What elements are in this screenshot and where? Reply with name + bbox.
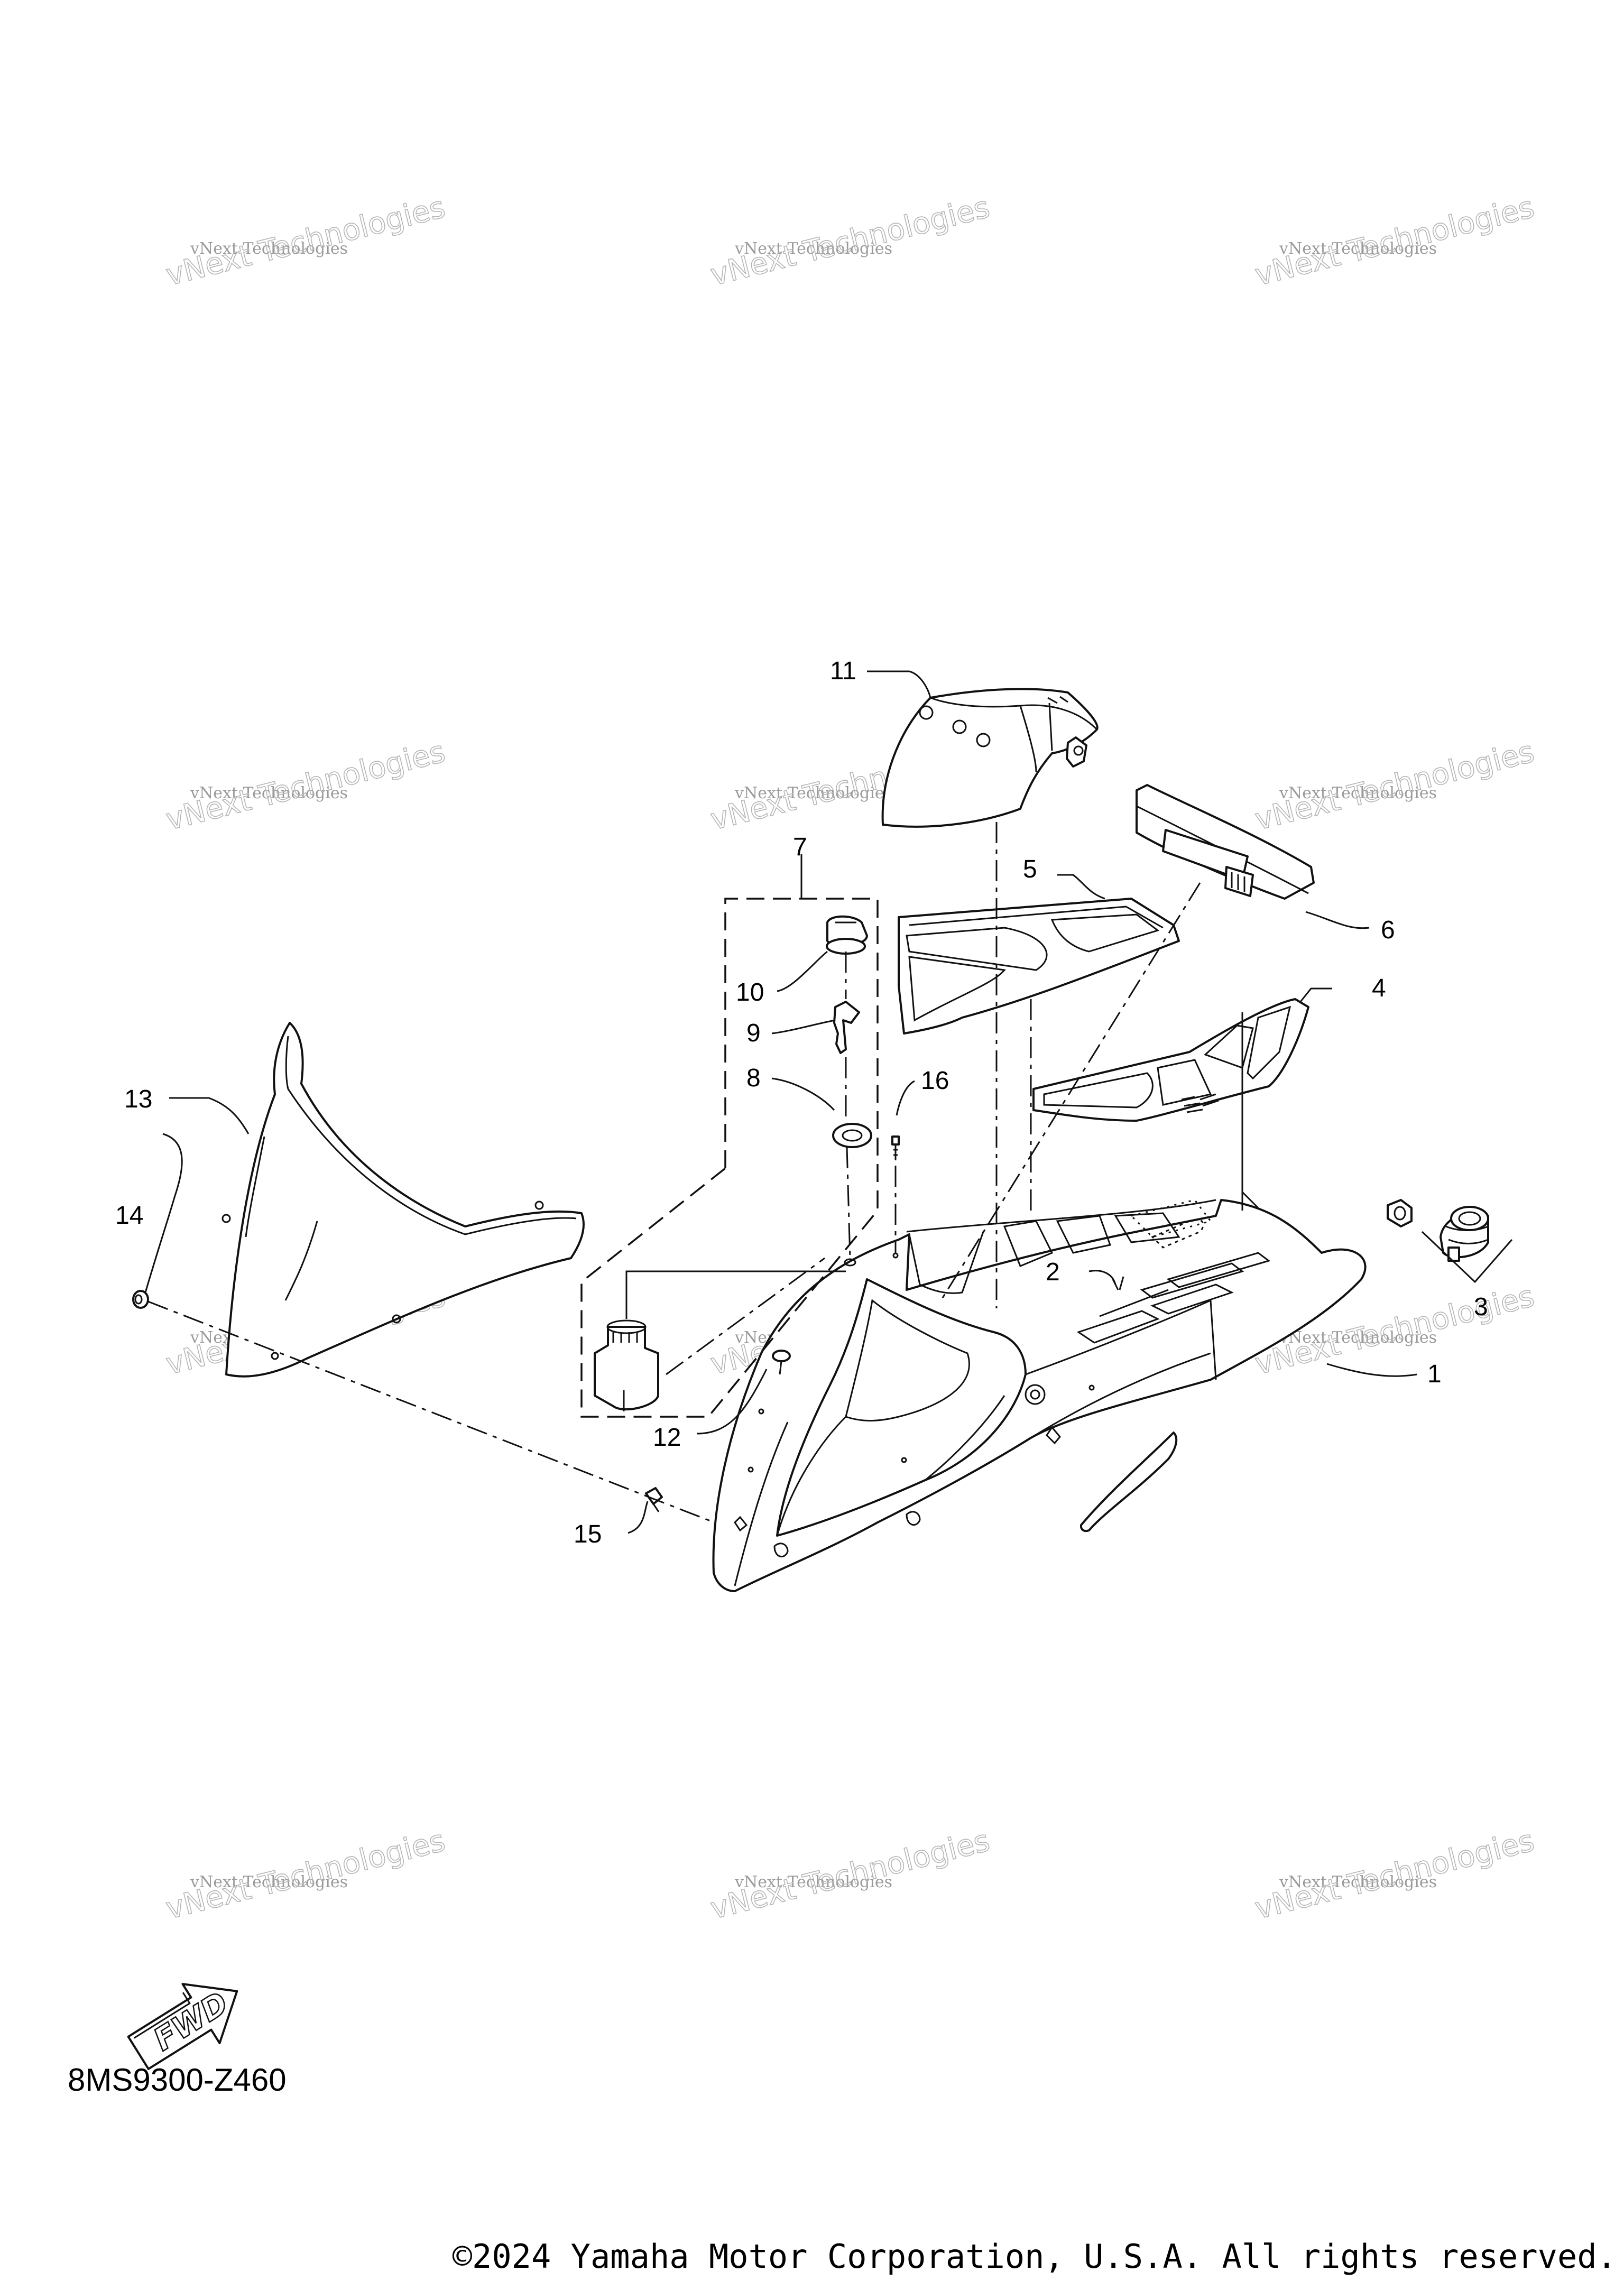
part-1-deck-cover [712,1199,1367,1592]
callout-labels: 1 2 3 4 5 6 7 8 9 10 11 12 13 14 15 16 [115,657,1488,1548]
callout-label-1: 1 [1427,1360,1442,1388]
part-3-nut [1387,1199,1413,1227]
callout-label-10: 10 [736,978,764,1007]
callout-label-11: 11 [830,657,856,685]
callout-label-9: 9 [746,1019,761,1047]
part-4-mat [1032,998,1309,1122]
lock-cylinder [594,1319,659,1411]
hole-marker [892,1252,899,1259]
assembly-line [845,952,851,1259]
callout-label-13: 13 [124,1085,152,1113]
callout-label-6: 6 [1381,916,1395,944]
part-3-socket [1440,1206,1489,1262]
assembly-line [940,882,1201,1301]
watermark-text: vNext Technologies [734,784,892,802]
watermark-text: vNext Technologies [1279,1873,1437,1891]
callout-3-bracket [1421,1231,1513,1283]
part-8-nut [832,1123,872,1148]
diagram-code: 8MS9300-Z460 [68,2062,287,2098]
lock-leader [625,1270,846,1319]
part-15-screw [645,1487,663,1512]
part-4-decal [1181,1093,1219,1113]
watermark-text: vNext Technologies [1279,784,1437,802]
part-5-mat [898,898,1180,1035]
callout-leaders [144,670,1417,1534]
assembly-7-bracket [580,898,879,1418]
part-13-windshield [222,1022,585,1378]
callout-label-4: 4 [1372,974,1386,1002]
copyright-notice: ©2024 Yamaha Motor Corporation, U.S.A. A… [452,2237,1617,2276]
watermark-text: vNext Technologies [734,239,892,258]
part-11-top-cover [881,688,1099,828]
callout-label-16: 16 [921,1067,949,1095]
watermark-text: vNext Technologies [1279,239,1437,258]
watermark-text: vNext Technologies [190,784,348,802]
callout-label-3: 3 [1474,1293,1488,1321]
part-12-screw [772,1350,791,1375]
assembly-line [666,1257,825,1375]
watermarks: vNext Technologies vNext Technologies vN… [162,190,1538,1927]
watermark-text: vNext Technologies [190,1873,348,1891]
callout-label-5: 5 [1023,855,1037,883]
watermark-text: vNext Technologies [1279,1328,1437,1347]
callout-label-8: 8 [746,1064,761,1092]
callout-label-14: 14 [115,1202,143,1230]
callout-label-7: 7 [793,833,807,861]
part-16-screw [891,1135,900,1160]
callout-label-15: 15 [574,1520,602,1548]
callout-label-12: 12 [653,1424,681,1452]
watermark-text: vNext Technologies [190,239,348,258]
part-10-cap [826,915,868,955]
callout-label-2: 2 [1046,1258,1060,1286]
assembly-line [147,1300,735,1531]
watermark-text: vNext Technologies [734,1873,892,1891]
part-6-meter [1136,784,1315,900]
part-9-key [833,1001,860,1054]
hole-marker [844,1258,856,1267]
part-14-grommet [132,1290,149,1309]
